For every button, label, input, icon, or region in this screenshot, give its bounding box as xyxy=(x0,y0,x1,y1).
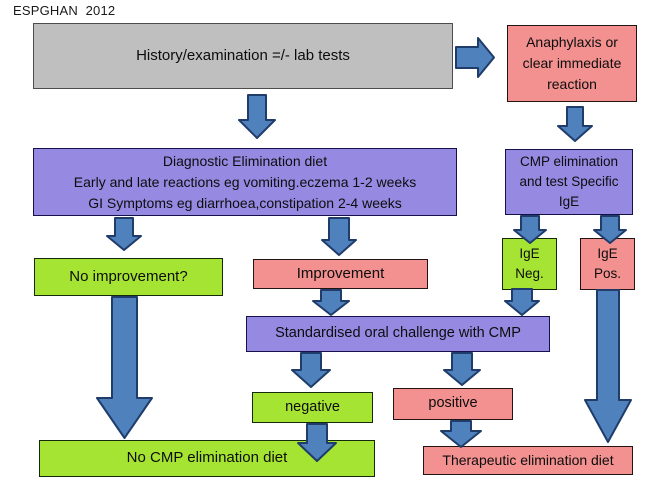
arrow-diagnostic-to-improvement xyxy=(321,217,357,256)
node-history: History/examination =/- lab tests xyxy=(33,23,453,89)
node-ige-pos: IgE Pos. xyxy=(580,238,635,290)
node-negative: negative xyxy=(252,392,373,423)
arrow-history-to-anaphylaxis xyxy=(455,37,495,78)
node-therapeutic-elimination-diet: Therapeutic elimination diet xyxy=(423,446,633,475)
node-diagnostic-elimination-diet: Diagnostic Elimination diet Early and la… xyxy=(33,148,457,216)
arrow-anaphylaxis-to-cmp-elimination xyxy=(557,106,593,142)
arrow-history-to-diagnostic xyxy=(238,94,276,139)
arrow-no-improvement-to-no-cmp-diet xyxy=(96,296,153,439)
diagram-title: ESPGHAN 2012 xyxy=(13,3,116,18)
node-anaphylaxis: Anaphylaxis or clear immediate reaction xyxy=(507,25,637,102)
arrow-positive-to-therapeutic-diet xyxy=(440,420,482,448)
arrow-ige-neg-to-oral-challenge xyxy=(504,288,540,316)
arrow-improvement-to-oral-challenge xyxy=(312,289,350,316)
node-improvement: Improvement xyxy=(253,259,428,289)
node-oral-challenge: Standardised oral challenge with CMP xyxy=(246,316,550,352)
arrow-oral-challenge-to-negative xyxy=(291,352,331,388)
arrow-oral-challenge-to-positive xyxy=(443,352,481,386)
node-ige-neg: IgE Neg. xyxy=(502,238,557,290)
node-no-improvement: No improvement? xyxy=(34,258,223,296)
node-cmp-elimination-test-ige: CMP elimination and test Specific IgE xyxy=(505,149,633,215)
arrow-ige-pos-to-therapeutic-diet xyxy=(584,289,632,443)
node-no-cmp-elimination-diet: No CMP elimination diet xyxy=(39,440,375,477)
node-positive: positive xyxy=(393,388,513,420)
arrow-diagnostic-to-no-improvement xyxy=(106,217,142,251)
